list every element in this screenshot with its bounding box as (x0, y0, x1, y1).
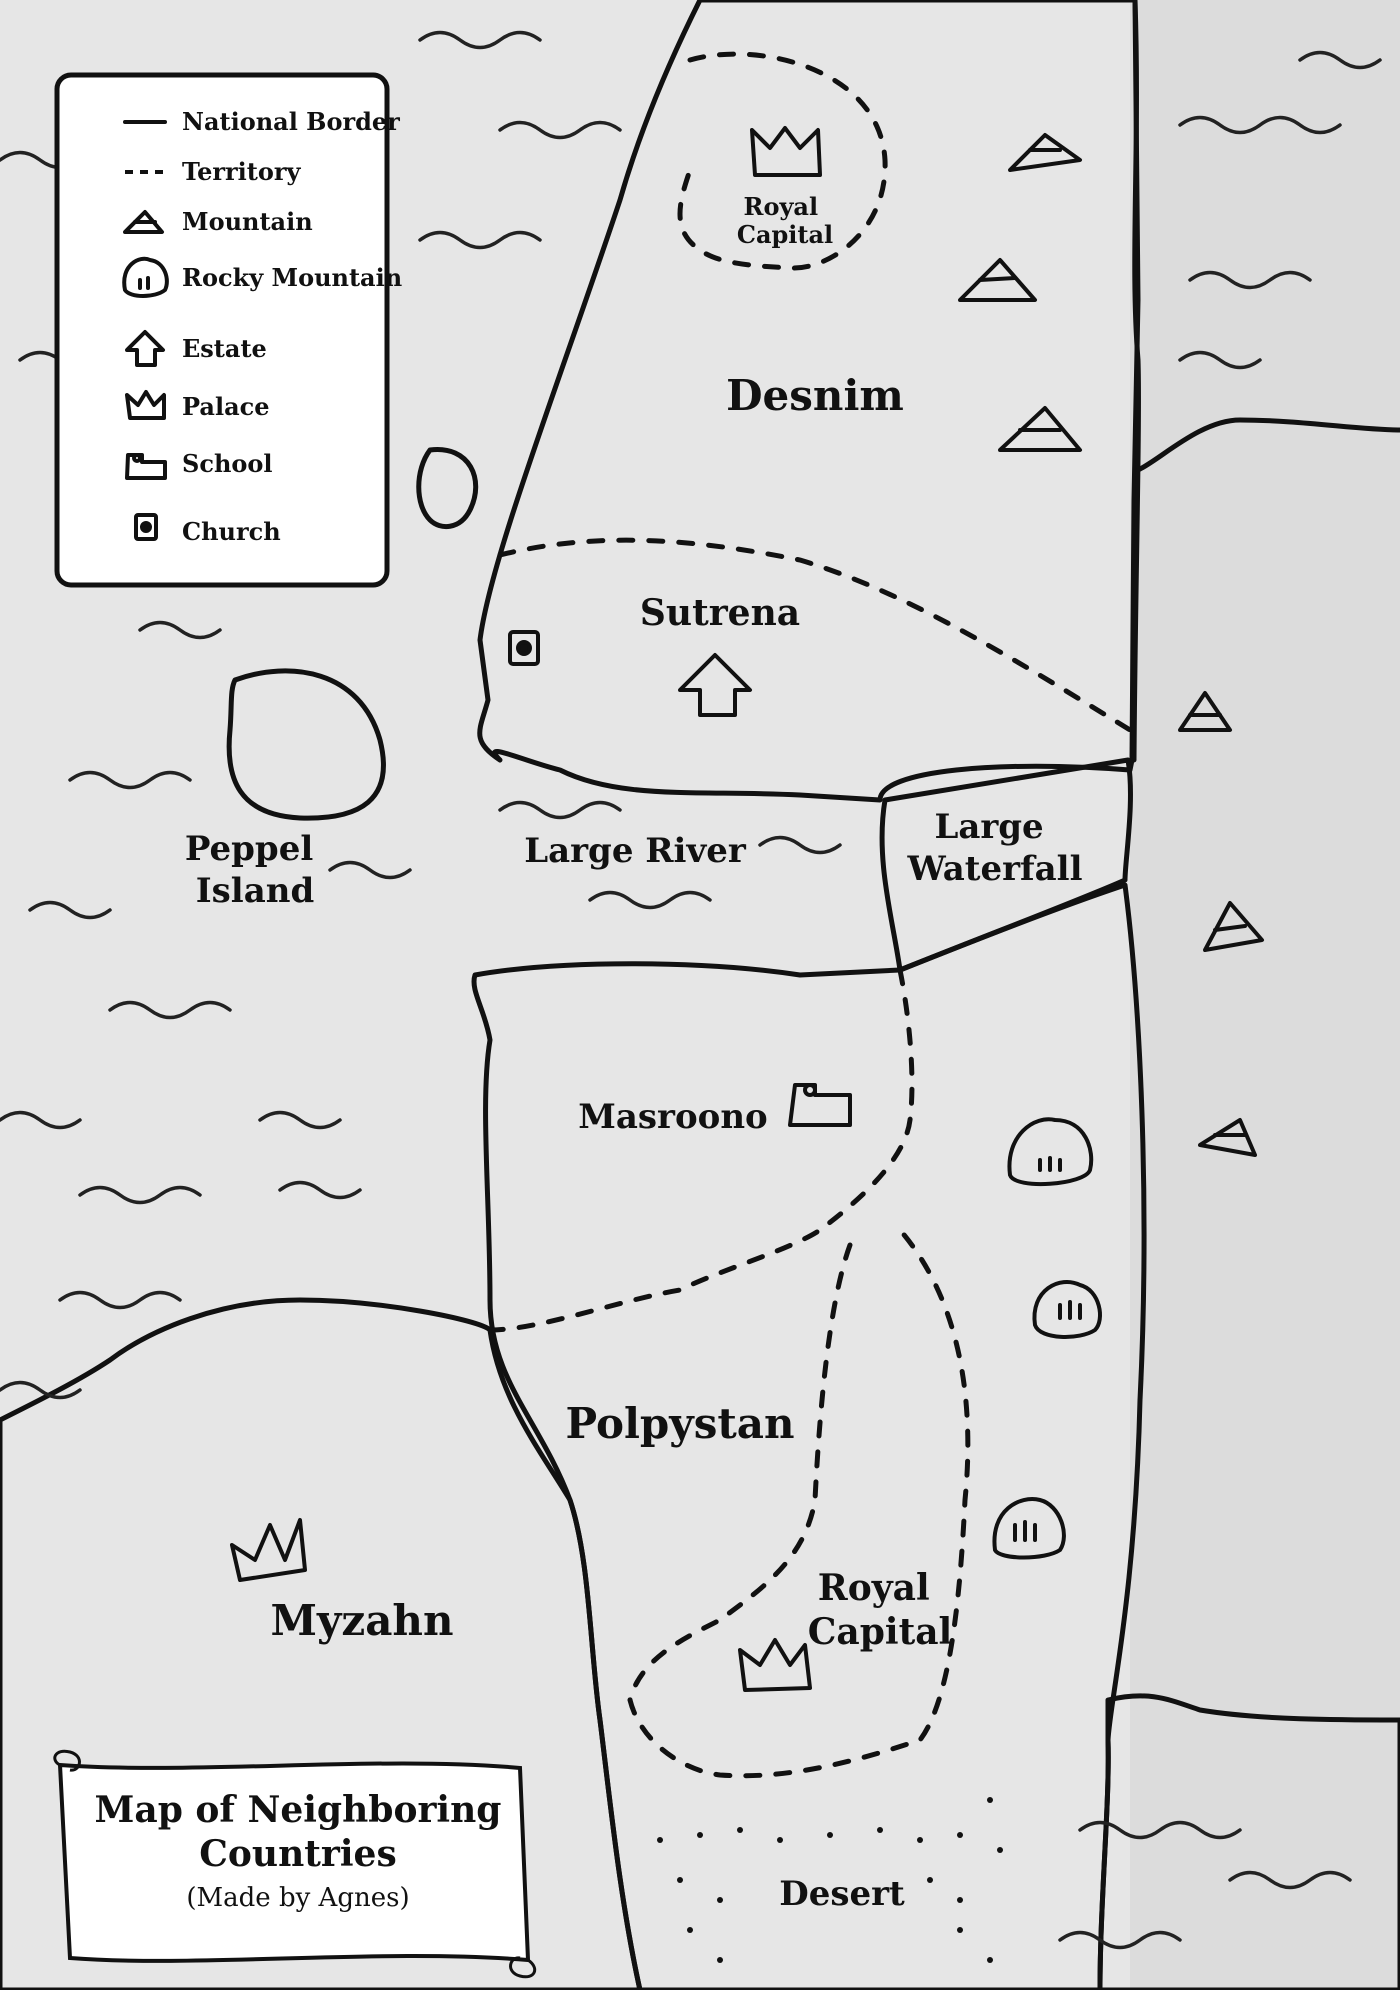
region-masroono: Masroono (578, 1097, 767, 1137)
region-royal-capital-south: Royal Capital (808, 1567, 952, 1653)
royal-capital-north-line2: Capital (737, 220, 833, 249)
legend-box (54, 72, 390, 588)
palace-icon (750, 126, 822, 177)
region-polpystan: Polpystan (566, 1399, 795, 1448)
mountain-icon (1178, 691, 1232, 732)
peppel-line1: Peppel (185, 829, 313, 869)
east-border-bend (1135, 417, 1400, 473)
legend-label-territory: Territory (182, 157, 302, 186)
region-royal-capital-north: Royal Capital (737, 192, 833, 249)
scroll-title-line2: Countries (199, 1833, 396, 1875)
legend-label-church: Church (182, 517, 281, 546)
mountain-icon (1198, 1118, 1257, 1157)
peppel-line2: Island (196, 871, 315, 911)
scroll-curl-right (509, 1956, 537, 1979)
estate-icon (678, 653, 752, 717)
waterfall-line2: Waterfall (907, 849, 1083, 889)
rocky-mountain-icon (1007, 1117, 1094, 1186)
legend-label-rocky-mountain: Rocky Mountain (182, 263, 402, 292)
legend-label-palace: Palace (182, 392, 270, 421)
myzahn-land (0, 1297, 643, 1990)
title-scroll: Map of Neighboring Countries (Made by Ag… (53, 1749, 537, 1979)
mountain-icon (958, 258, 1037, 302)
southeast-land (1097, 1693, 1400, 1990)
legend-label-school: School (182, 449, 273, 478)
region-myzahn: Myzahn (270, 1596, 453, 1645)
region-sutrena: Sutrena (640, 592, 800, 634)
rocky-mountain-icon (1032, 1279, 1102, 1339)
region-desert: Desert (779, 1874, 905, 1914)
mountain-icon (998, 406, 1082, 452)
church-icon (134, 513, 158, 541)
region-desnim: Desnim (726, 371, 904, 420)
east-border-north (1131, 0, 1141, 763)
region-large-waterfall: Large Waterfall (907, 807, 1083, 889)
scroll-subtitle: (Made by Agnes) (186, 1883, 409, 1913)
territory-royal-capital-north (677, 51, 888, 271)
royal-capital-south-line1: Royal (818, 1567, 930, 1609)
rocky-mountain-icon (122, 256, 169, 298)
palace-icon (125, 390, 166, 420)
region-large-river: Large River (524, 831, 747, 871)
east-land (1130, 0, 1400, 1990)
water-waves (0, 30, 1382, 1950)
desert-dots (657, 1797, 1003, 1963)
royal-capital-north-line1: Royal (744, 192, 819, 221)
mountain-icon (123, 210, 164, 234)
legend-label-national-border: National Border (182, 107, 400, 136)
peppel-island (226, 668, 386, 821)
legend-label-estate: Estate (182, 334, 267, 363)
desnim-sutrena-land (477, 0, 1141, 803)
territory-sutrena (497, 537, 1133, 733)
mountain-icon (1203, 901, 1264, 952)
royal-capital-south-line2: Capital (808, 1611, 952, 1653)
territory-royal-capital-south (627, 1227, 971, 1779)
scroll-curl-left (53, 1749, 81, 1772)
palace-icon (738, 1638, 812, 1692)
mountain-icon (1008, 133, 1082, 172)
scroll-title-line1: Map of Neighboring (95, 1789, 502, 1831)
estate-icon (125, 330, 165, 367)
region-peppel-island: Peppel Island (185, 829, 325, 911)
legend-label-mountain: Mountain (182, 207, 313, 236)
school-icon (788, 1083, 852, 1127)
school-icon (125, 453, 167, 480)
small-island (416, 447, 479, 530)
legend: National Border Territory Mountain Rocky… (54, 72, 402, 588)
church-icon (508, 630, 540, 666)
palace-icon (230, 1518, 307, 1582)
waterfall-line1: Large (934, 807, 1043, 847)
rocky-mountain-icon (992, 1497, 1066, 1560)
territory-masroono-east (487, 967, 915, 1333)
